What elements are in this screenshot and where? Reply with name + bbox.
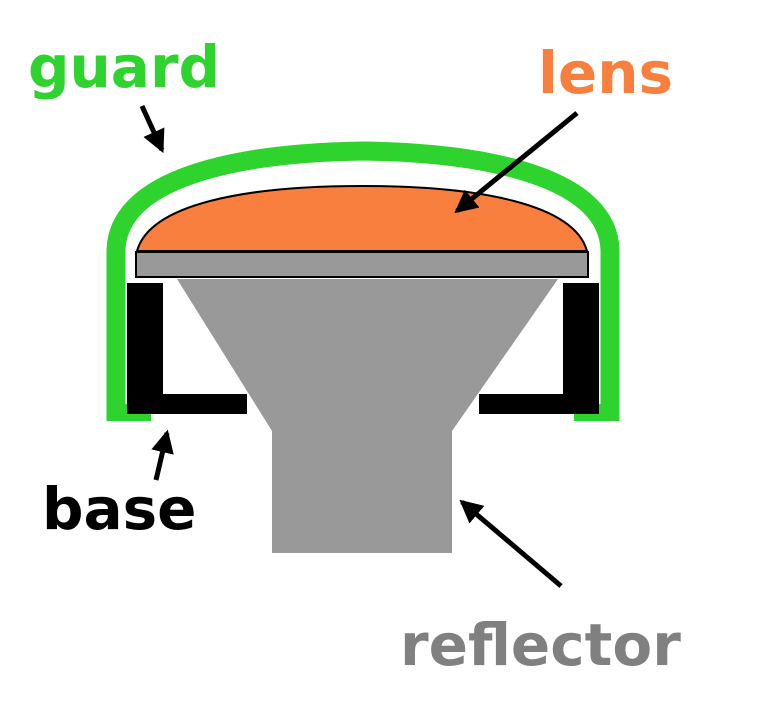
label-guard: guard — [28, 33, 221, 101]
lens-shape — [135, 184, 589, 252]
label-reflector: reflector — [400, 611, 681, 679]
base-right-bracket — [479, 283, 599, 414]
guard-shape — [106, 141, 620, 421]
label-base: base — [42, 475, 197, 543]
base-arrow — [151, 429, 174, 481]
guard-arrow — [139, 104, 165, 154]
base-left-bracket — [127, 283, 247, 414]
lens-arrow — [454, 111, 579, 214]
reflector-shape — [177, 279, 558, 553]
lens-collar — [135, 251, 589, 278]
label-lens: lens — [538, 39, 674, 107]
reflector-arrow — [459, 499, 563, 588]
